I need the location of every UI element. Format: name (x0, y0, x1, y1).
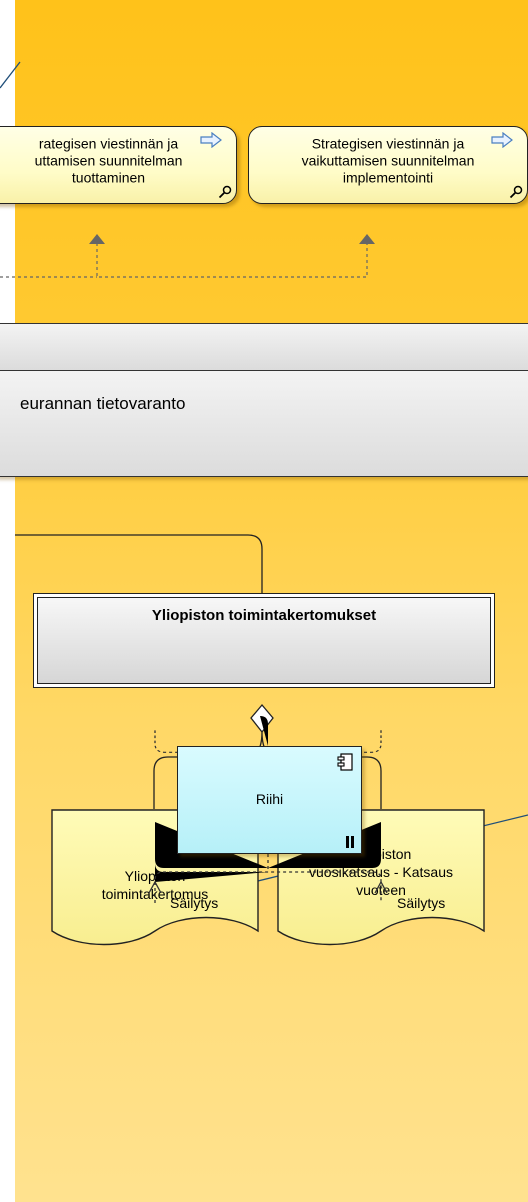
magnifier-icon[interactable] (218, 185, 232, 199)
document-1-line-1: Yliopiston (124, 868, 186, 884)
entity-box[interactable]: Yliopiston toimintakertomukset (33, 593, 495, 688)
process-2-line-1: Strategisen viestinnän ja (311, 135, 465, 152)
process-arrow-icon (200, 132, 222, 148)
component-icon (337, 753, 353, 771)
data-store-label: eurannan tietovaranto (20, 394, 186, 413)
relation-label-1: Säilytys (170, 895, 219, 911)
pause-icon (346, 836, 354, 848)
document-2-line-3: vuoteen (356, 882, 406, 898)
process-box-1[interactable]: rategisen viestinnän ja uttamisen suunni… (0, 126, 237, 204)
process-2-text: Strategisen viestinnän ja vaikuttamisen … (249, 136, 527, 187)
data-store-band-2[interactable] (0, 370, 528, 477)
document-1-line-2: toimintakertomus (101, 886, 209, 902)
application-component[interactable]: Riihi (177, 746, 362, 854)
process-box-2[interactable]: Strategisen viestinnän ja vaikuttamisen … (248, 126, 528, 204)
process-2-line-2: vaikuttamisen suunnitelman (301, 152, 475, 169)
process-1-line-1: rategisen viestinnän ja (38, 135, 179, 152)
entity-title: Yliopiston toimintakertomukset (151, 607, 377, 624)
document-1-text: Yliopiston toimintakertomus (55, 867, 255, 903)
data-store-band-1[interactable] (0, 323, 528, 371)
relation-label-2: Säilytys (397, 895, 446, 911)
process-arrow-icon (491, 132, 513, 148)
process-1-line-3: tuottaminen (71, 169, 146, 186)
entity-inner (37, 597, 491, 684)
magnifier-icon[interactable] (509, 185, 523, 199)
document-2-line-2: vuosikatsaus - Katsaus (309, 864, 453, 880)
process-1-line-2: uttamisen suunnitelman (34, 152, 183, 169)
process-2-line-3: implementointi (342, 169, 434, 186)
process-1-text: rategisen viestinnän ja uttamisen suunni… (0, 136, 236, 187)
component-name: Riihi (255, 791, 284, 807)
